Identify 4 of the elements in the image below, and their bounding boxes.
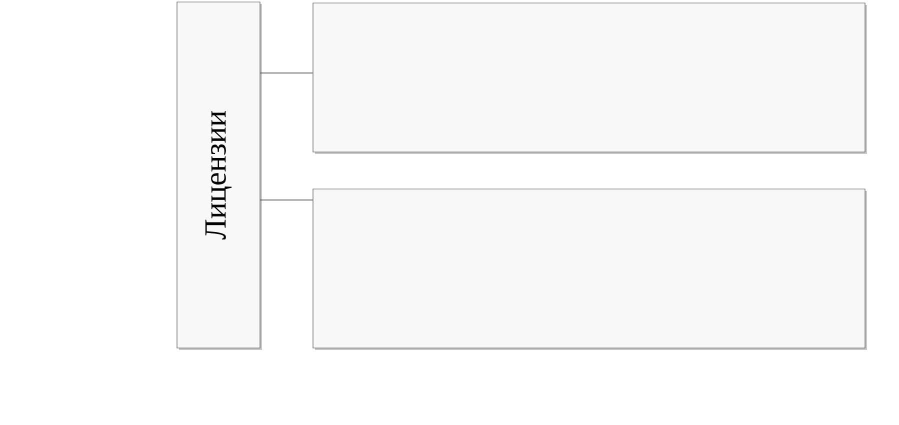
label-box: Лицензии <box>176 2 262 350</box>
connector-line <box>260 72 314 74</box>
empty-box <box>312 2 867 154</box>
empty-box <box>312 188 867 350</box>
